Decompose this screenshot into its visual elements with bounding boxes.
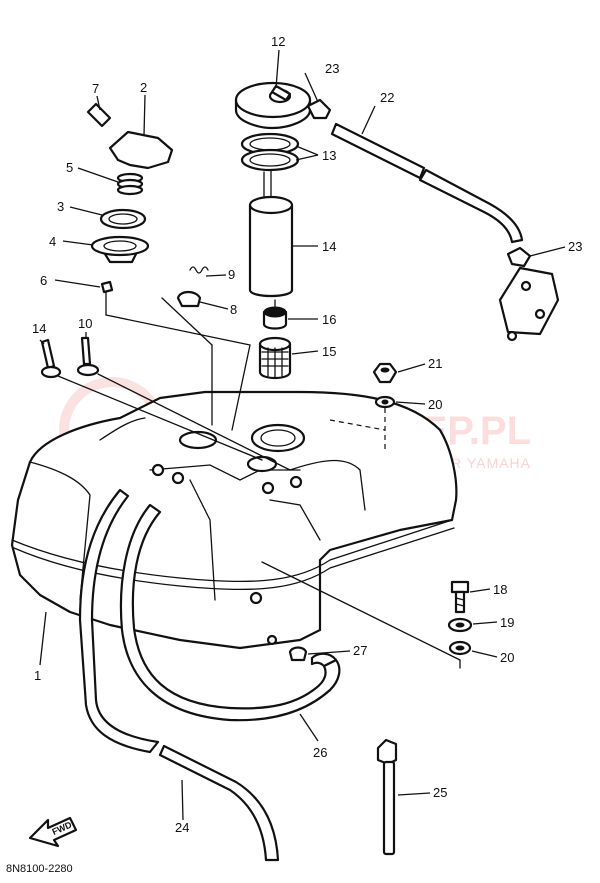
drain-hose-24 xyxy=(78,488,160,754)
callout-15: 14 xyxy=(322,239,336,254)
callout-1: 1 xyxy=(34,668,41,683)
callout-20-lower: 20 xyxy=(500,650,514,665)
callout-5: 5 xyxy=(66,160,73,175)
hoses xyxy=(78,98,560,862)
callout-2: 2 xyxy=(140,80,147,95)
fuel-strainer-tube xyxy=(248,169,294,298)
filler-cap xyxy=(108,130,174,170)
bolt-10 xyxy=(76,336,100,377)
callout-25: 25 xyxy=(433,785,447,800)
hose-clamp-lower xyxy=(506,246,532,268)
callout-14: 13 xyxy=(322,148,336,163)
callout-7: 7 xyxy=(92,81,99,96)
mesh-filter xyxy=(258,336,292,380)
callout-10: 10 xyxy=(78,316,92,331)
leader-lines xyxy=(39,49,566,821)
tank-band xyxy=(376,738,398,856)
bolt-18 xyxy=(450,580,470,614)
callout-26: 26 xyxy=(313,745,327,760)
filler-cup xyxy=(90,235,150,264)
callout-19: 19 xyxy=(500,615,514,630)
hose-clamp-upper xyxy=(306,98,332,120)
washer-upper xyxy=(374,395,396,409)
drain-hose-24-lower xyxy=(158,744,280,862)
callout-6: 6 xyxy=(40,273,47,288)
callout-20-upper: 20 xyxy=(428,397,442,412)
hose-clip xyxy=(288,646,308,662)
callout-4: 4 xyxy=(49,234,56,249)
mounting-plate xyxy=(498,266,560,336)
callout-24: 24 xyxy=(175,820,189,835)
callout-18: 18 xyxy=(493,582,507,597)
hinge xyxy=(176,290,202,308)
callout-21: 21 xyxy=(428,356,442,371)
filler-cap-parts xyxy=(86,102,209,308)
callout-17: 16 xyxy=(322,312,336,327)
fuel-cock-cap xyxy=(234,81,312,130)
breather-hose-upper xyxy=(330,122,426,180)
strainer-cap xyxy=(262,306,288,330)
callout-9: 9 xyxy=(228,267,235,282)
gasket-ring xyxy=(99,208,147,230)
nut xyxy=(372,362,398,384)
pin xyxy=(86,102,112,128)
callout-labels: 12 2 7 5 3 4 6 9 8 14 10 23 22 13 14 16 … xyxy=(32,34,582,835)
breather-hose-lower xyxy=(418,168,524,244)
overflow-hose-26-end xyxy=(310,652,338,668)
callout-22: 22 xyxy=(380,90,394,105)
callout-12: 14 xyxy=(32,321,46,336)
diagram-code: 8N8100-2280 xyxy=(6,863,73,875)
forward-arrow-icon xyxy=(28,816,78,848)
forward-arrow: FWD xyxy=(28,816,78,848)
assembly-lines xyxy=(57,291,461,669)
bolt-12 xyxy=(40,338,62,379)
callout-23-right: 23 xyxy=(568,239,582,254)
small-spring xyxy=(189,266,209,274)
callout-16: 15 xyxy=(322,344,336,359)
washer-lower xyxy=(448,640,472,656)
callout-3: 3 xyxy=(57,199,64,214)
fuel-tank xyxy=(10,390,458,650)
callout-8: 8 xyxy=(230,302,237,317)
grommet xyxy=(447,617,473,633)
callout-13: 12 xyxy=(271,34,285,49)
callout-23-top: 23 xyxy=(325,61,339,76)
fasteners xyxy=(40,336,473,662)
fuel-cock-assembly xyxy=(234,81,312,380)
seal-rings xyxy=(240,132,300,172)
callout-27: 27 xyxy=(353,643,367,658)
spring xyxy=(116,172,144,196)
screw xyxy=(100,280,114,294)
